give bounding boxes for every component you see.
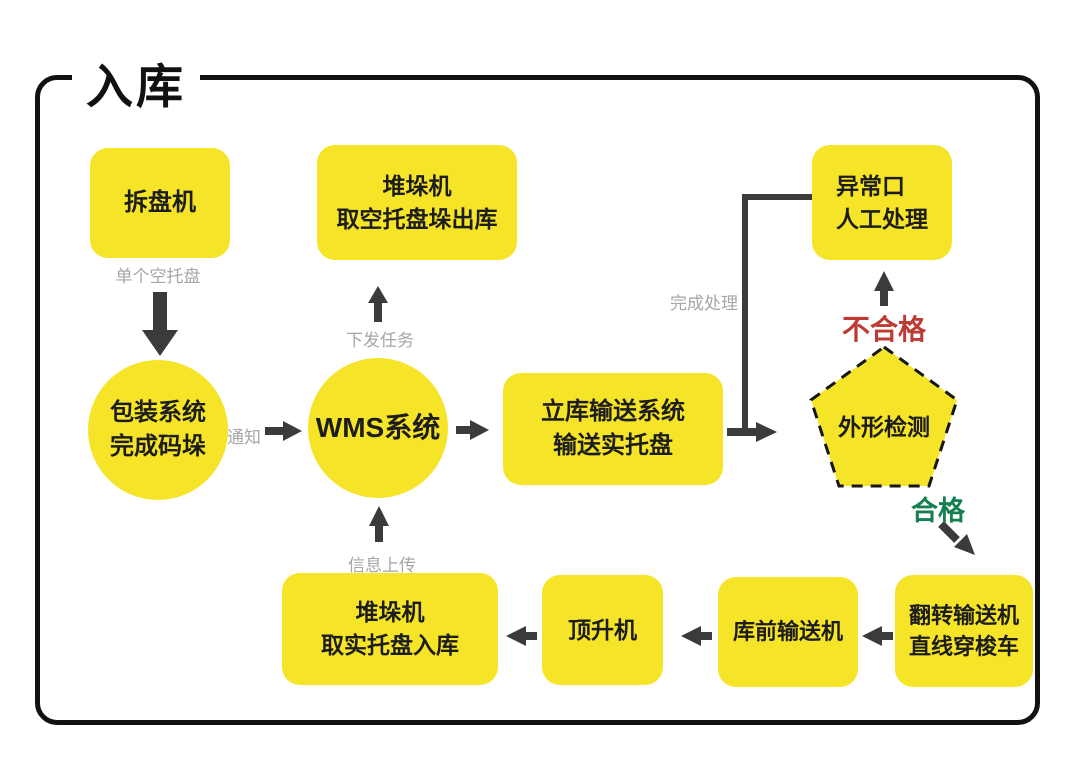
node-asrs-conveyor-line1: 立库输送系统 xyxy=(541,397,685,425)
arrow-wms-to-stacker-out xyxy=(368,286,388,322)
edge-label-notify: 通知 xyxy=(227,428,261,447)
node-packaging: 包装系统 完成码垛 xyxy=(88,360,228,500)
node-flip-shuttle-line1: 翻转输送机 xyxy=(908,602,1019,628)
label-unqualified: 不合格 xyxy=(841,314,926,345)
node-stacker-out: 堆垛机 取空托盘垛出库 xyxy=(317,145,517,260)
node-depalletizer: 拆盘机 xyxy=(90,148,230,258)
node-flip-shuttle: 翻转输送机 直线穿梭车 xyxy=(895,575,1033,687)
node-wms-label: WMS系统 xyxy=(315,412,441,444)
node-lifter-label: 顶升机 xyxy=(568,616,637,643)
arrow-lifter-to-stacker-in xyxy=(506,626,537,646)
shape-check-pentagon xyxy=(809,345,959,488)
shape-check-text: 外形检测 xyxy=(838,413,930,440)
arrow-packaging-to-wms xyxy=(265,421,302,441)
edge-label-processing-done: 完成处理 xyxy=(670,294,738,313)
node-stacker-out-line1: 堆垛机 xyxy=(382,172,452,199)
arrow-into-shape-check xyxy=(727,422,777,442)
node-exception-line2: 人工处理 xyxy=(836,205,928,232)
node-stacker-in-line1: 堆垛机 xyxy=(355,599,425,626)
node-wms: WMS系统 xyxy=(308,358,448,498)
node-asrs-conveyor-line2: 输送实托盘 xyxy=(553,432,673,459)
node-lifter: 顶升机 xyxy=(542,575,663,685)
arrow-depalletizer-to-packaging xyxy=(142,292,178,356)
node-shape-check-label: 外形检测 xyxy=(814,411,954,443)
arrow-wms-to-asrs xyxy=(456,420,489,440)
node-exception: 异常口 人工处理 xyxy=(812,145,952,260)
edge-label-dispatch-task: 下发任务 xyxy=(346,331,414,350)
node-flip-shuttle-line2: 直线穿梭车 xyxy=(908,634,1019,659)
node-packaging-line1: 包装系统 xyxy=(110,398,206,426)
node-packaging-line2: 完成码垛 xyxy=(110,433,206,460)
arrow-stacker-in-to-wms xyxy=(369,506,389,542)
edge-label-single-empty-pallet: 单个空托盘 xyxy=(115,267,201,286)
edge-label-info-upload: 信息上传 xyxy=(348,556,416,575)
frame-border xyxy=(35,75,1040,725)
node-depalletizer-label: 拆盘机 xyxy=(124,188,196,216)
arrow-front-conveyor-to-lifter xyxy=(681,626,712,646)
node-stacker-in-line2: 取实托盘入库 xyxy=(321,632,459,658)
line-exception-return xyxy=(742,194,812,432)
node-asrs-conveyor: 立库输送系统 输送实托盘 xyxy=(503,373,723,485)
node-front-conveyor: 库前输送机 xyxy=(718,577,858,687)
diagram-title: 入库 xyxy=(72,48,200,117)
arrow-flip-shuttle-to-front-conveyor xyxy=(862,626,893,646)
node-exception-line1: 异常口 xyxy=(836,172,905,199)
label-qualified: 合格 xyxy=(911,496,965,526)
arrow-shape-check-to-flip-shuttle xyxy=(938,521,975,555)
node-stacker-out-line2: 取空托盘垛出库 xyxy=(336,205,498,232)
node-stacker-in: 堆垛机 取实托盘入库 xyxy=(282,573,498,685)
arrow-shape-check-to-exception xyxy=(874,271,894,306)
node-front-conveyor-label: 库前输送机 xyxy=(732,619,843,645)
